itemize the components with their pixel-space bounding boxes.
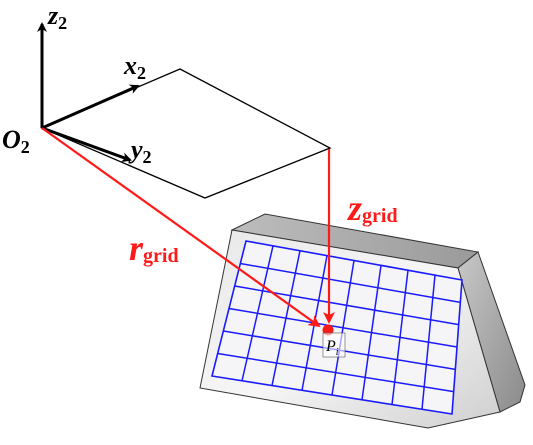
grid-row-line <box>240 262 461 304</box>
x-axis-label: x2 <box>123 51 146 83</box>
y-axis-line <box>41 126 132 162</box>
grid-row-line <box>217 352 454 393</box>
r-grid-vector <box>41 127 321 328</box>
grid-row-line <box>228 307 458 348</box>
reference-plane <box>40 68 332 199</box>
origin-label: O2 <box>2 125 30 157</box>
r-grid-label: rgrid <box>129 228 179 268</box>
z-grid-label: zgrid <box>346 188 398 228</box>
y-axis-label: y2 <box>128 135 152 167</box>
point-pi-label: Pi <box>325 338 339 358</box>
z-axis-label: z2 <box>47 1 67 33</box>
point-label-box <box>322 332 346 358</box>
x-axis-line <box>41 84 140 130</box>
